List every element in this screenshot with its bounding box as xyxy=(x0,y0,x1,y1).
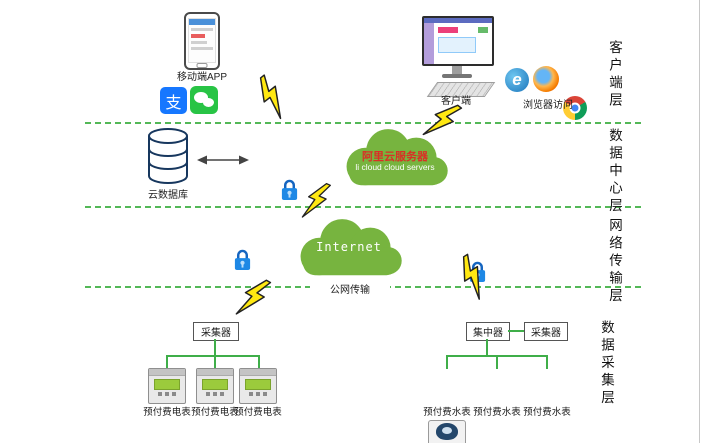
phone-screen xyxy=(188,18,216,63)
layer-separator-1 xyxy=(85,122,641,124)
electric-meter-label: 预付费电表 xyxy=(234,407,282,418)
lock-icon xyxy=(234,249,251,270)
double-arrow-icon xyxy=(197,155,249,165)
client-label: 客户端 xyxy=(441,96,471,107)
electric-meter-label: 预付费电表 xyxy=(191,407,239,418)
electric-meter-icon xyxy=(239,368,277,404)
lightning-bolt-icon xyxy=(462,253,480,300)
internet-cloud: Internet xyxy=(286,214,412,282)
collector-box-left: 采集器 xyxy=(193,322,239,341)
firefox-browser-icon xyxy=(533,66,559,92)
electric-meter-label: 预付费电表 xyxy=(143,407,191,418)
cloud-db-label: 云数据库 xyxy=(148,190,188,201)
connector-line xyxy=(546,355,548,369)
electric-meter-icon xyxy=(148,368,186,404)
keyboard-icon xyxy=(426,82,496,97)
connector-line xyxy=(166,355,168,369)
database-icon xyxy=(148,128,188,184)
connector-line xyxy=(214,339,216,356)
water-meter-label: 预付费水表 xyxy=(423,407,471,418)
wechat-icon xyxy=(190,86,218,114)
lock-icon xyxy=(281,179,298,200)
electric-meter-icon xyxy=(196,368,234,404)
lightning-bolt-icon xyxy=(259,74,282,120)
layer-label-acquisition: 数据采集层 xyxy=(599,320,614,408)
cloud-shape-icon xyxy=(300,219,402,276)
layer-label-datacenter: 数据中心层 xyxy=(607,128,622,216)
ali-cloud-title: 阿里云服务器 xyxy=(362,151,428,163)
cloud-shape-icon xyxy=(346,129,448,186)
collector-box-right: 采集器 xyxy=(524,322,568,341)
mobile-phone-icon xyxy=(184,12,220,70)
right-border-line xyxy=(699,0,700,443)
alipay-icon: 支 xyxy=(160,87,187,114)
connector-line xyxy=(496,355,498,369)
layer-label-client: 客户端层 xyxy=(607,40,622,110)
ali-cloud: 阿里云服务器 li cloud cloud servers xyxy=(332,124,458,192)
public-net-label: 公网传输 xyxy=(310,285,390,297)
mobile-app-label: 移动端APP xyxy=(176,72,227,83)
ali-cloud-subtitle: li cloud cloud servers xyxy=(355,162,435,172)
connector-line xyxy=(166,355,260,357)
water-meter-label: 预付费水表 xyxy=(523,407,571,418)
lightning-bolt-icon xyxy=(301,182,332,218)
water-meter-icon xyxy=(428,420,466,443)
connector-line xyxy=(486,339,488,356)
lightning-bolt-icon xyxy=(422,104,463,136)
monitor-icon xyxy=(422,16,494,66)
layer-label-network: 网络传输层 xyxy=(607,218,622,306)
phone-home-button xyxy=(196,63,208,68)
internet-label: Internet xyxy=(316,240,382,254)
water-meter-label: 预付费水表 xyxy=(473,407,521,418)
alipay-glyph: 支 xyxy=(165,94,182,112)
connector-line xyxy=(508,330,524,332)
connector-line xyxy=(446,355,448,369)
desktop-computer-icon xyxy=(420,16,500,97)
ie-browser-icon: e xyxy=(505,68,529,92)
connector-line xyxy=(214,355,216,369)
lightning-bolt-icon xyxy=(235,279,272,315)
layer-separator-2 xyxy=(85,206,641,208)
browser-access-label: 浏览器访问 xyxy=(523,100,573,111)
chrome-browser-icon xyxy=(563,96,587,120)
concentrator-box: 集中器 xyxy=(466,322,510,341)
connector-line xyxy=(258,355,260,369)
